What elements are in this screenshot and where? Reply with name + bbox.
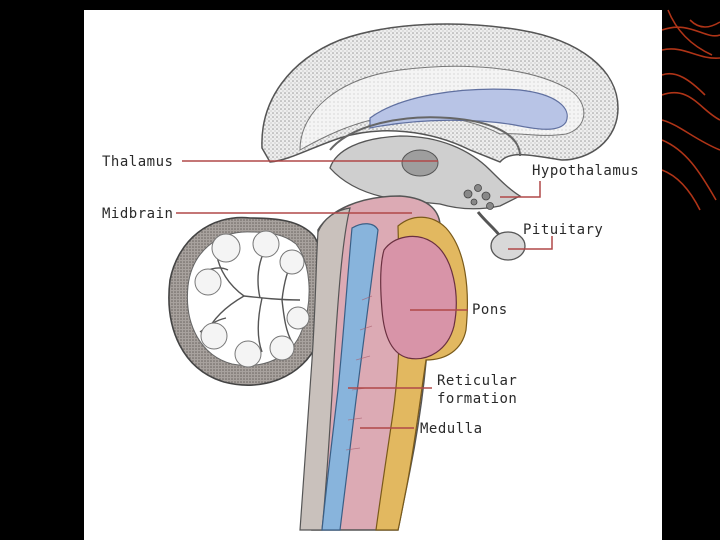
- hypothalamus-leader: [500, 181, 541, 198]
- midbrain-label: Midbrain: [102, 206, 173, 222]
- corpus-callosum: [329, 116, 521, 157]
- hypothalamus-nuclei: [463, 184, 494, 210]
- pituitary-gland: [490, 231, 526, 261]
- pons-label: Pons: [472, 302, 508, 318]
- central-canal: [321, 223, 379, 531]
- pituitary-leader: [508, 236, 553, 250]
- leader-lines: [176, 160, 553, 429]
- pituitary-label: Pituitary: [523, 222, 603, 238]
- thalamus-shape: [401, 149, 439, 177]
- thalamus-label: Thalamus: [102, 154, 173, 170]
- hypothalamus-label: Hypothalamus: [532, 163, 639, 179]
- lateral-ventricle: [369, 88, 568, 130]
- reticular-label-line1: Reticular: [437, 373, 517, 389]
- brainstem-dorsal: [299, 207, 351, 531]
- reticular-label-line2: formation: [437, 391, 517, 407]
- medulla-label: Medulla: [420, 421, 483, 437]
- cerebellar-folia: [194, 230, 310, 368]
- pituitary-stalk: [476, 211, 502, 237]
- red-swirl-decoration: [661, 9, 720, 211]
- pons-shape: [380, 235, 457, 360]
